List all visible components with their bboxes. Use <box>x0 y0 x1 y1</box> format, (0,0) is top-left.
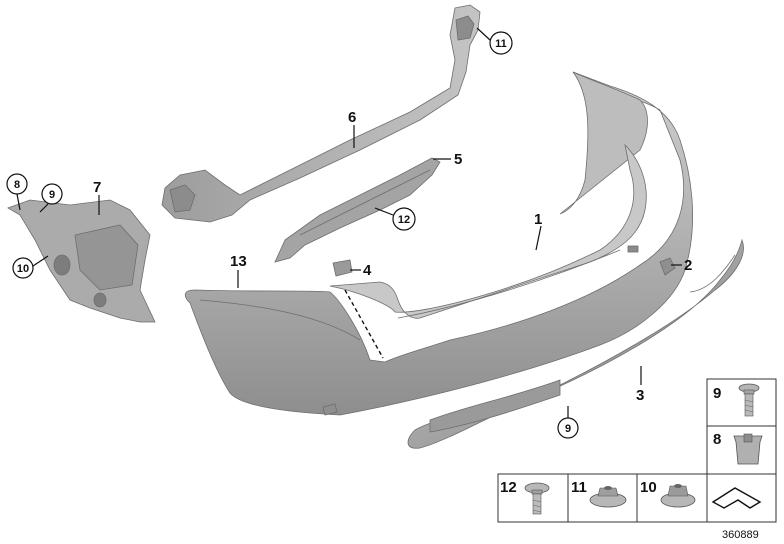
legend-9-label: 9 <box>713 385 721 402</box>
legend-clip-8: 8 <box>713 431 763 465</box>
callout-6-label: 6 <box>348 109 356 126</box>
direction-arrow-icon <box>711 487 762 509</box>
callout-3: 3 <box>636 366 644 404</box>
callout-9-diffuser: 9 <box>557 406 579 439</box>
callout-5: 5 <box>433 151 462 168</box>
bumper-trim-panel <box>184 71 693 416</box>
diagram-reference-number: 360889 <box>722 529 759 541</box>
clip-part-4 <box>332 259 353 277</box>
callout-11-label: 11 <box>495 38 507 50</box>
side-bracket <box>7 199 156 323</box>
bracket-center <box>274 157 441 263</box>
callout-5-label: 5 <box>454 151 462 168</box>
legend-nut-10: 10 <box>640 479 696 508</box>
callout-2: 2 <box>671 257 692 274</box>
callout-4-label: 4 <box>363 262 372 279</box>
clip-part-2 <box>659 257 676 276</box>
callout-7-label: 7 <box>93 179 101 196</box>
hardware-legend: 9 8 12 11 <box>497 378 777 523</box>
legend-12-label: 12 <box>500 479 517 496</box>
callout-7: 7 <box>93 179 101 215</box>
legend-screw-12: 12 <box>500 479 550 515</box>
callout-6: 6 <box>348 109 356 148</box>
callout-1: 1 <box>534 211 542 251</box>
legend-11-label: 11 <box>571 479 587 496</box>
legend-8-label: 8 <box>713 431 721 448</box>
callout-10-label: 10 <box>17 263 29 275</box>
callout-13-label: 13 <box>230 253 247 270</box>
callout-8: 8 <box>6 173 28 211</box>
callout-3-label: 3 <box>636 387 644 404</box>
callout-1-label: 1 <box>534 211 542 228</box>
support-rail <box>161 4 481 223</box>
legend-10-label: 10 <box>640 479 657 496</box>
legend-screw-9: 9 <box>713 383 760 417</box>
callout-11: 11 <box>476 27 513 55</box>
callout-12-label: 12 <box>398 214 410 226</box>
callout-10: 10 <box>12 255 49 279</box>
callout-9-diffuser-label: 9 <box>565 423 571 435</box>
callout-2-label: 2 <box>684 257 692 274</box>
callout-8-label: 8 <box>14 179 20 191</box>
legend-nut-11: 11 <box>571 479 627 508</box>
diffuser <box>407 238 744 449</box>
callout-9-bracket-label: 9 <box>49 189 55 201</box>
callout-9-bracket: 9 <box>39 183 63 213</box>
callout-4: 4 <box>350 262 372 279</box>
callout-12: 12 <box>374 207 416 231</box>
callout-13: 13 <box>230 253 247 288</box>
